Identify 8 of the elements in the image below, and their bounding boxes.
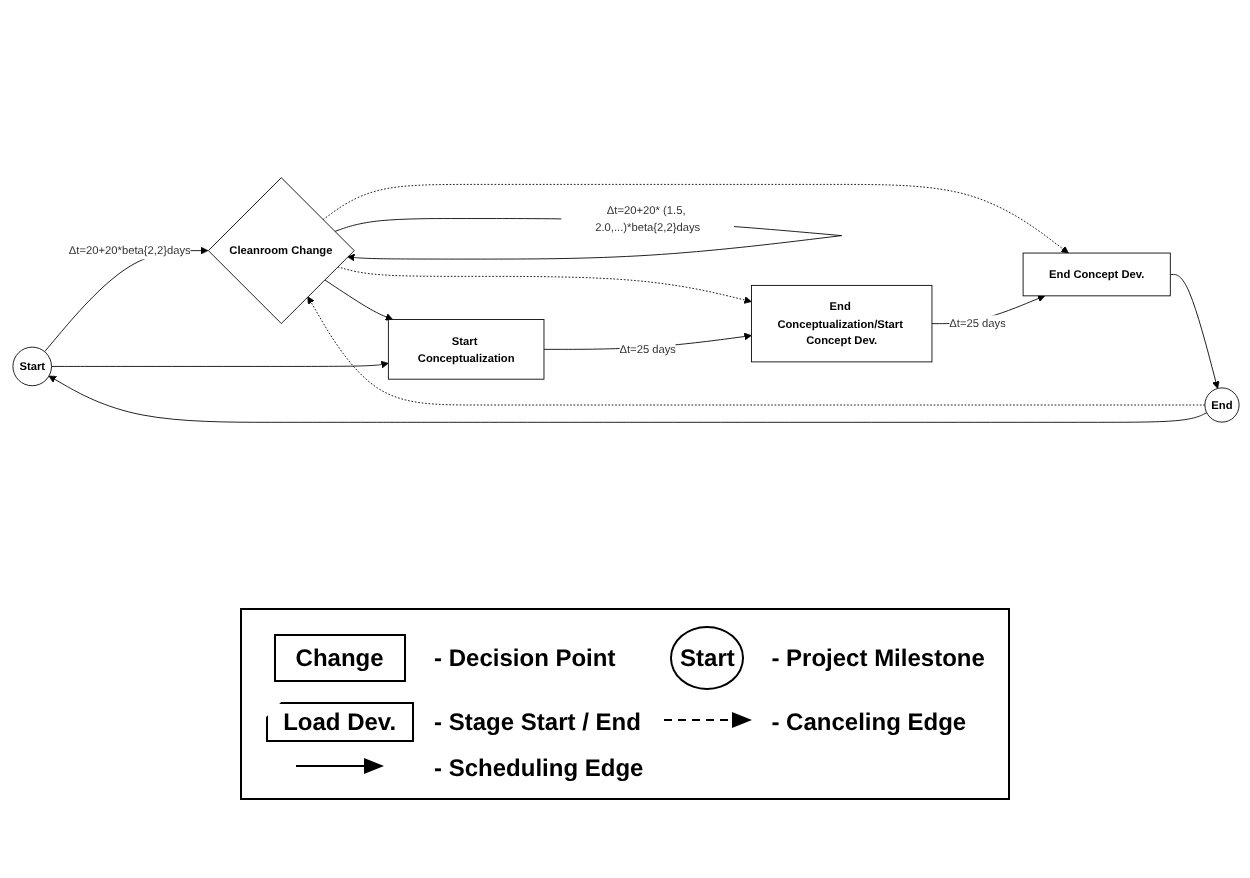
- legend-text: - Stage Start / End: [434, 708, 643, 736]
- legend-text: - Decision Point: [434, 644, 618, 672]
- milestone-circle-sample: Start: [670, 626, 745, 690]
- legend-text: - Scheduling Edge: [434, 754, 644, 782]
- legend-text: - Canceling Edge: [771, 708, 969, 736]
- stage-card-sample: Load Dev.: [265, 702, 415, 742]
- legend-text: - Project Milestone: [771, 644, 985, 672]
- decision-diamond-sample: Change: [273, 634, 406, 682]
